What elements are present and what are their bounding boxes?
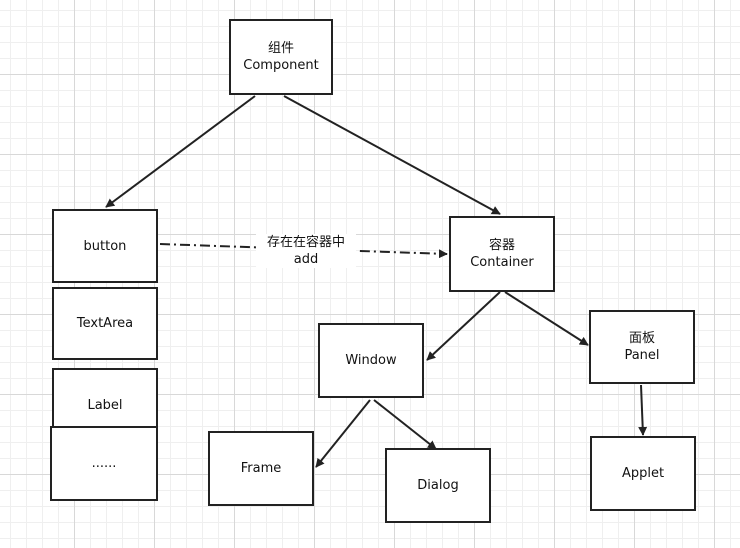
node-ellipsis[interactable]: ...... [50, 426, 158, 501]
edge-window-dialog [373, 399, 437, 450]
edge-component-button [105, 95, 256, 208]
node-dialog[interactable]: Dialog [385, 448, 491, 523]
edge-container-panel [504, 291, 589, 346]
node-button[interactable]: button [52, 209, 158, 283]
node-component[interactable]: 组件 Component [229, 19, 333, 95]
node-component-line2: Component [243, 58, 319, 73]
node-panel-line1: 面板 [628, 331, 655, 346]
node-container-line1: 容器 [488, 238, 515, 253]
edge-panel-applet [638, 384, 648, 436]
node-applet-label: Applet [621, 466, 665, 481]
node-textarea-label: TextArea [76, 316, 134, 331]
edge-label-add: 存在在容器中 add [256, 234, 356, 268]
edge-window-frame [315, 399, 371, 468]
node-panel[interactable]: 面板 Panel [589, 310, 695, 384]
node-applet[interactable]: Applet [590, 436, 696, 511]
edge-component-container [283, 95, 501, 215]
edge-label-line2: add [293, 252, 319, 267]
node-component-line1: 组件 [267, 41, 294, 56]
edge-container-window [426, 291, 501, 361]
node-frame[interactable]: Frame [208, 431, 314, 506]
node-window[interactable]: Window [318, 323, 424, 398]
node-window-label: Window [345, 353, 397, 368]
node-container[interactable]: 容器 Container [449, 216, 555, 292]
node-frame-label: Frame [240, 461, 282, 476]
node-button-label: button [83, 238, 127, 254]
node-dialog-label: Dialog [417, 478, 459, 493]
node-textarea[interactable]: TextArea [52, 287, 158, 360]
edge-label-line1: 存在在容器中 [266, 235, 345, 250]
node-panel-line2: Panel [624, 348, 660, 363]
node-label-label: Label [87, 397, 123, 413]
node-container-line2: Container [470, 255, 534, 270]
node-ellipsis-label: ...... [91, 456, 117, 471]
